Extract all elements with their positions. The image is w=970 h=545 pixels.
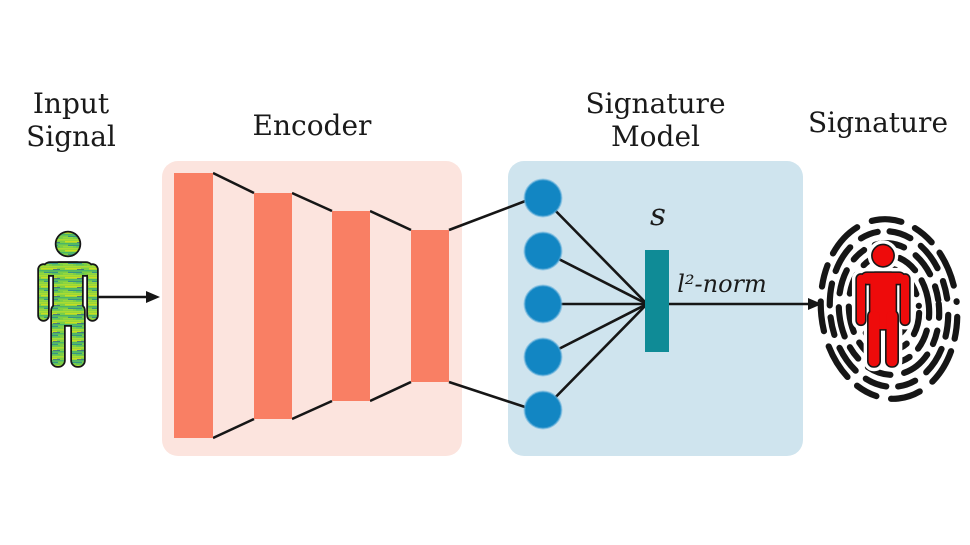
norm-arrow bbox=[669, 298, 822, 310]
vector-s-label: s bbox=[650, 197, 666, 233]
embedding-node-5 bbox=[523, 390, 563, 430]
encoder-layer-4 bbox=[411, 230, 449, 382]
input-signal-label: Input Signal bbox=[6, 87, 136, 153]
encoder-label: Encoder bbox=[252, 109, 372, 142]
embedding-node-1 bbox=[523, 178, 563, 218]
encoder-layers bbox=[174, 173, 449, 438]
encoder-layer-1 bbox=[174, 173, 213, 438]
input-person-icon bbox=[37, 230, 99, 368]
signature-model-line1: Signature bbox=[585, 87, 726, 120]
signature-label: Signature bbox=[807, 106, 949, 139]
encoder-layer-connectors bbox=[212, 171, 529, 440]
embedding-node-3 bbox=[523, 284, 563, 324]
embedding-node-4 bbox=[523, 337, 563, 377]
encoder-layer-3 bbox=[332, 211, 370, 401]
input-signal-line1: Input bbox=[32, 87, 110, 120]
encoder-box bbox=[162, 161, 462, 456]
l2-norm-label: l²-norm bbox=[677, 270, 767, 298]
signature-model-line2: Model bbox=[611, 120, 700, 153]
encoder-layer-2 bbox=[254, 193, 292, 419]
input-signal-line2: Signal bbox=[26, 120, 116, 153]
embedding-nodes bbox=[523, 178, 563, 430]
embedding-node-2 bbox=[523, 231, 563, 271]
signature-model-label: Signature Model bbox=[507, 87, 804, 153]
input-arrow bbox=[96, 291, 160, 303]
signature-vector-bar bbox=[645, 250, 669, 352]
